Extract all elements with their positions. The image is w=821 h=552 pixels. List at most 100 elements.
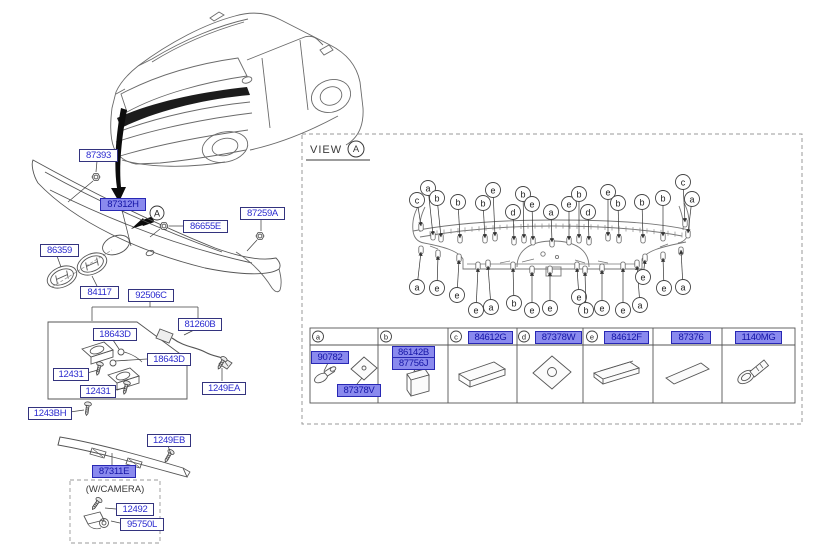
- part-label-1249EB[interactable]: 1249EB: [147, 434, 191, 447]
- part-label-87311E[interactable]: 87311E: [92, 465, 136, 478]
- callout-e: e: [594, 269, 610, 316]
- svg-text:e: e: [490, 186, 495, 196]
- part-label-90782[interactable]: 90782: [311, 351, 349, 364]
- part-label-86655E[interactable]: 86655E: [183, 220, 228, 233]
- view-a-section: VIEW A: [301, 133, 803, 425]
- callout-e: e: [635, 259, 651, 285]
- svg-text:b: b: [583, 306, 588, 316]
- part-label-95750L[interactable]: 95750L: [120, 518, 164, 531]
- emblem-drawings: [46, 249, 113, 289]
- svg-text:e: e: [605, 188, 610, 198]
- callout-c: c: [409, 192, 425, 227]
- callout-a: a: [632, 265, 648, 313]
- part-label-87378V[interactable]: 87378V: [337, 384, 381, 397]
- license-lamp-housing-strip: [57, 436, 191, 478]
- part-label-84612G[interactable]: 84612G: [468, 331, 513, 344]
- view-marker-a-title: A: [353, 144, 360, 155]
- part-label-18643D[interactable]: 18643D: [93, 328, 137, 341]
- pad-87376-icon: [665, 362, 710, 385]
- legend-letter-b: b: [380, 330, 392, 343]
- callout-b: b: [429, 190, 445, 238]
- svg-text:b: b: [660, 194, 665, 204]
- svg-text:a: a: [680, 283, 685, 293]
- part-label-84117[interactable]: 84117: [80, 286, 119, 299]
- svg-text:b: b: [384, 333, 388, 342]
- svg-text:e: e: [576, 293, 581, 303]
- svg-text:a: a: [414, 283, 419, 293]
- vehicle-drawing: [110, 11, 364, 167]
- svg-text:c: c: [681, 178, 686, 188]
- clip-86142B-icon: [406, 368, 430, 397]
- part-label-81260B[interactable]: 81260B: [178, 318, 222, 331]
- callout-a: a: [420, 180, 436, 236]
- part-label-1243BH[interactable]: 1243BH: [28, 407, 72, 420]
- svg-text:b: b: [615, 199, 620, 209]
- view-marker-a-near-arrow: A: [154, 209, 160, 219]
- camera-drawing: [69, 479, 161, 544]
- callout-e: e: [600, 184, 616, 237]
- callout-b: b: [610, 195, 626, 239]
- bolt-1140MG-icon: [737, 359, 770, 385]
- callout-e: e: [542, 271, 558, 316]
- callout-e: e: [524, 271, 540, 318]
- svg-text:e: e: [529, 200, 534, 210]
- legend-letter-d: d: [518, 330, 530, 343]
- svg-text:e: e: [640, 273, 645, 283]
- part-label-87378W[interactable]: 87378W: [535, 331, 582, 344]
- part-label-12431[interactable]: 12431: [53, 368, 89, 381]
- svg-text:b: b: [455, 198, 460, 208]
- callout-d: d: [505, 204, 521, 241]
- callout-e: e: [571, 267, 587, 305]
- svg-text:e: e: [473, 306, 478, 316]
- callout-b: b: [475, 195, 491, 239]
- camera-box-label: (W/CAMERA): [85, 484, 145, 495]
- callout-c: c: [675, 174, 691, 223]
- part-label-86359[interactable]: 86359: [40, 244, 79, 257]
- svg-text:b: b: [520, 190, 525, 200]
- callout-a: a: [684, 191, 700, 234]
- part-label-87312H[interactable]: 87312H: [100, 198, 146, 211]
- callout-e: e: [468, 267, 484, 318]
- svg-text:a: a: [637, 301, 642, 311]
- pad-87378W-icon: [532, 355, 572, 390]
- part-label-18643D[interactable]: 18643D: [147, 353, 191, 366]
- part-label-87393[interactable]: 87393: [79, 149, 118, 162]
- callout-b: b: [506, 267, 522, 311]
- part-label-84612F[interactable]: 84612F: [604, 331, 649, 344]
- part-label-92506C[interactable]: 92506C: [128, 289, 174, 302]
- callout-a: a: [675, 249, 691, 295]
- svg-text:b: b: [434, 194, 439, 204]
- svg-text:a: a: [316, 333, 321, 342]
- legend-icons: [314, 355, 770, 397]
- svg-text:c: c: [454, 333, 458, 342]
- legend-letter-e: e: [586, 330, 598, 343]
- callout-a: a: [543, 204, 559, 243]
- part-label-87756J[interactable]: 87756J: [392, 357, 435, 370]
- callout-e: e: [485, 182, 501, 237]
- clip-84612F-icon: [592, 360, 641, 385]
- legend-table: a b c d e: [309, 327, 796, 404]
- part-label-1140MG[interactable]: 1140MG: [735, 331, 782, 344]
- part-label-1249EA[interactable]: 1249EA: [202, 382, 246, 395]
- part-label-12492[interactable]: 12492: [116, 503, 154, 516]
- svg-text:e: e: [566, 200, 571, 210]
- callout-e: e: [429, 255, 445, 296]
- callout-b: b: [515, 186, 531, 239]
- part-label-87376[interactable]: 87376: [671, 331, 711, 344]
- svg-text:a: a: [488, 303, 493, 313]
- svg-text:e: e: [620, 306, 625, 316]
- callout-e: e: [524, 196, 540, 241]
- legend-letter-a: a: [312, 330, 324, 343]
- pad-84612G-icon: [457, 361, 507, 388]
- part-label-87259A[interactable]: 87259A: [240, 207, 285, 220]
- pad-87378V-icon: [350, 356, 378, 381]
- callout-a: a: [483, 265, 499, 315]
- callout-b: b: [655, 190, 671, 237]
- svg-text:a: a: [689, 195, 694, 205]
- svg-text:d: d: [510, 208, 515, 218]
- part-label-12431[interactable]: 12431: [80, 385, 116, 398]
- svg-text:b: b: [511, 299, 516, 309]
- callout-d: d: [580, 204, 596, 241]
